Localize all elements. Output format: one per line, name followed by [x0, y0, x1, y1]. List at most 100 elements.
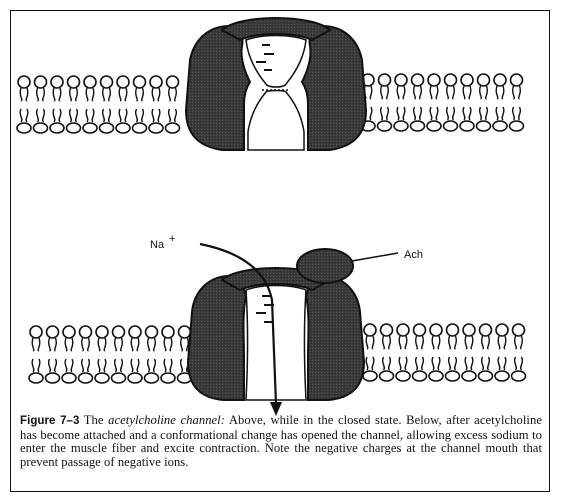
lipid-tail — [488, 336, 490, 349]
lipid-head — [414, 324, 426, 336]
lipid-tail — [502, 107, 504, 120]
lipid-tail — [175, 88, 177, 101]
lipid-tail — [98, 359, 100, 372]
membrane-bottom-left — [29, 326, 192, 383]
channel-diagram: Na + Ach — [0, 0, 562, 420]
lipid-tail — [515, 357, 517, 370]
lipid-tail — [103, 109, 105, 122]
lipid-head — [166, 123, 180, 133]
lipid-head — [477, 121, 491, 131]
membrane-top-right — [361, 74, 524, 131]
lipid-head — [51, 76, 63, 88]
lipid-head — [146, 326, 158, 338]
lipid-tail — [175, 109, 177, 122]
lipid-tail — [465, 336, 467, 349]
lipid-tail — [422, 357, 424, 370]
lipid-head — [395, 74, 407, 86]
lipid-tail — [383, 357, 385, 370]
lipid-head — [101, 76, 113, 88]
lipid-tail — [482, 357, 484, 370]
lipid-tail — [169, 88, 171, 101]
lipid-tail — [432, 357, 434, 370]
lipid-tail — [121, 338, 123, 351]
lipid-head — [117, 76, 129, 88]
lipid-tail — [397, 86, 399, 99]
lipid-tail — [38, 338, 40, 351]
lipid-head — [379, 74, 391, 86]
lipid-head — [394, 121, 408, 131]
lipid-tail — [86, 88, 88, 101]
lipid-tail — [430, 107, 432, 120]
lipid-tail — [158, 109, 160, 122]
lipid-tail — [32, 359, 34, 372]
lipid-tail — [469, 107, 471, 120]
lipid-tail — [366, 336, 368, 349]
lipid-head — [129, 326, 141, 338]
lipid-tail — [136, 88, 138, 101]
lipid-head — [17, 123, 31, 133]
lipid-tail — [119, 88, 121, 101]
lipid-tail — [498, 336, 500, 349]
lipid-tail — [65, 359, 67, 372]
lipid-tail — [115, 338, 117, 351]
lipid-head — [63, 326, 75, 338]
lipid-tail — [447, 107, 449, 120]
lipid-tail — [519, 86, 521, 99]
lipid-head — [478, 74, 490, 86]
lipid-tail — [436, 86, 438, 99]
lipid-head — [447, 324, 459, 336]
lipid-tail — [414, 86, 416, 99]
acetylcholine-molecule — [297, 249, 353, 283]
closed-channel-right-subunit — [302, 26, 366, 150]
lipid-head — [50, 123, 64, 133]
lipid-head — [446, 371, 460, 381]
acetylcholine-label: Ach — [404, 249, 423, 261]
lipid-tail — [480, 107, 482, 120]
lipid-tail — [152, 109, 154, 122]
lipid-head — [364, 324, 376, 336]
lipid-tail — [38, 359, 40, 372]
lipid-head — [494, 74, 506, 86]
lipid-tail — [455, 357, 457, 370]
lipid-head — [510, 121, 524, 131]
lipid-head — [378, 121, 392, 131]
lipid-tail — [131, 338, 133, 351]
lipid-head — [428, 74, 440, 86]
lipid-tail — [372, 357, 374, 370]
lipid-head — [412, 74, 424, 86]
lipid-tail — [181, 359, 183, 372]
lipid-head — [461, 74, 473, 86]
lipid-tail — [59, 109, 61, 122]
lipid-tail — [136, 109, 138, 122]
lipid-head — [427, 121, 441, 131]
lipid-head — [145, 373, 159, 383]
closed-channel-left-subunit — [186, 26, 250, 150]
lipid-tail — [125, 109, 127, 122]
lipid-tail — [480, 86, 482, 99]
lipid-head — [96, 326, 108, 338]
lipid-tail — [504, 336, 506, 349]
lipid-tail — [436, 107, 438, 120]
lipid-tail — [137, 359, 139, 372]
lipid-head — [162, 326, 174, 338]
lipid-tail — [486, 86, 488, 99]
open-channel-left-subunit — [188, 276, 246, 400]
sodium-charge-sign: + — [169, 233, 175, 245]
lipid-head — [150, 76, 162, 88]
lipid-tail — [92, 88, 94, 101]
lipid-tail — [71, 338, 73, 351]
lipid-tail — [438, 336, 440, 349]
lipid-tail — [430, 86, 432, 99]
closed-channel — [186, 18, 366, 150]
lipid-head — [68, 76, 80, 88]
lipid-head — [363, 371, 377, 381]
lipid-tail — [389, 336, 391, 349]
lipid-tail — [137, 338, 139, 351]
lipid-tail — [399, 357, 401, 370]
lipid-tail — [142, 88, 144, 101]
lipid-tail — [148, 359, 150, 372]
lipid-tail — [65, 338, 67, 351]
lipid-head — [62, 373, 76, 383]
lipid-tail — [399, 336, 401, 349]
lipid-head — [430, 324, 442, 336]
